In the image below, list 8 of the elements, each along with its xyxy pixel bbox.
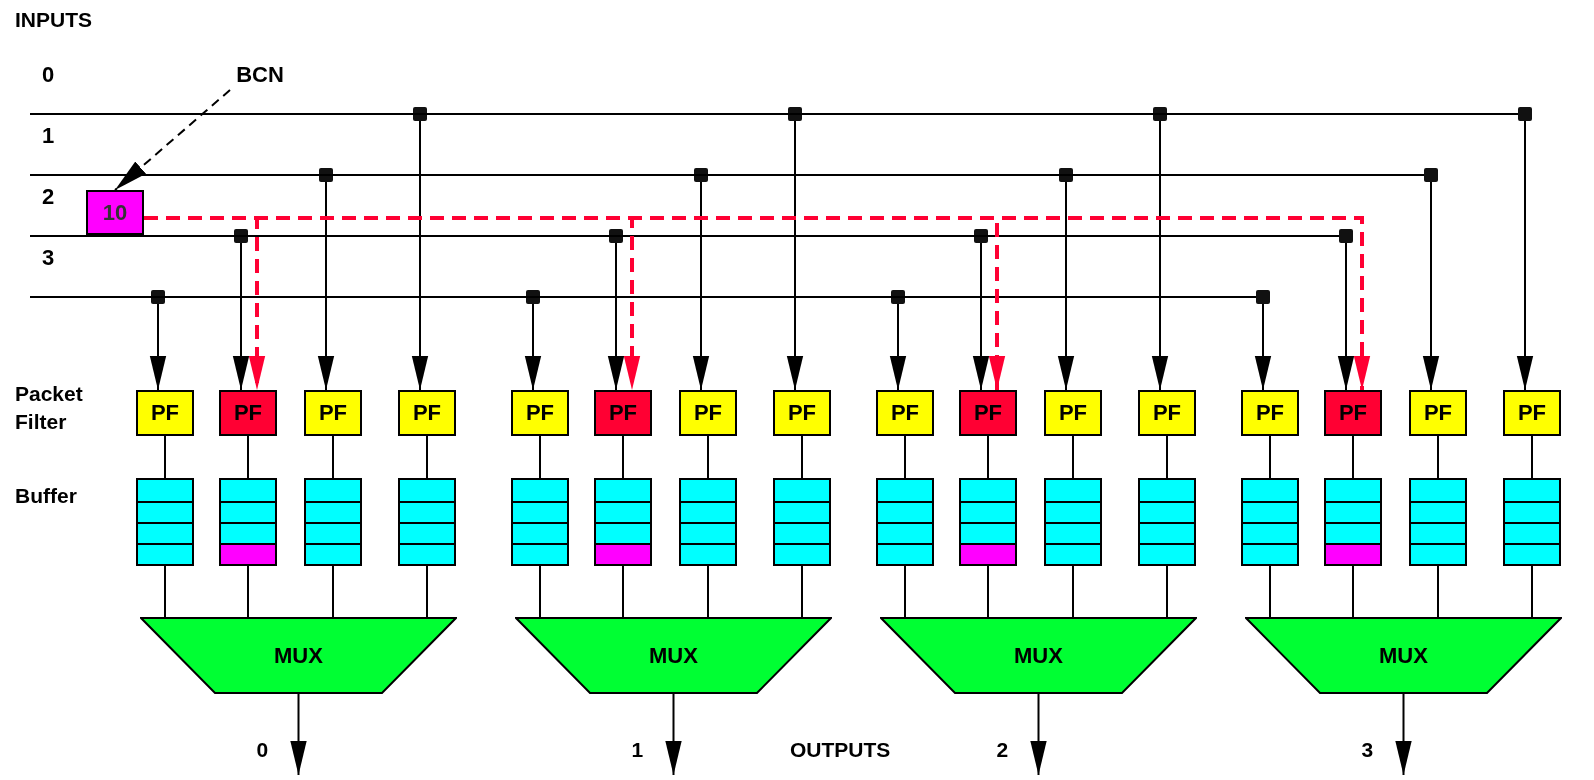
edge-label: 1: [631, 738, 644, 762]
row-label: Packet Filter: [15, 381, 84, 435]
section-heading: OUTPUTS: [790, 738, 891, 762]
section-heading: INPUTS: [15, 8, 92, 32]
edge-label: 3: [1361, 738, 1374, 762]
edge-label: 2: [996, 738, 1009, 762]
edge-label: 0: [256, 738, 269, 762]
row-label: Buffer: [15, 484, 77, 508]
